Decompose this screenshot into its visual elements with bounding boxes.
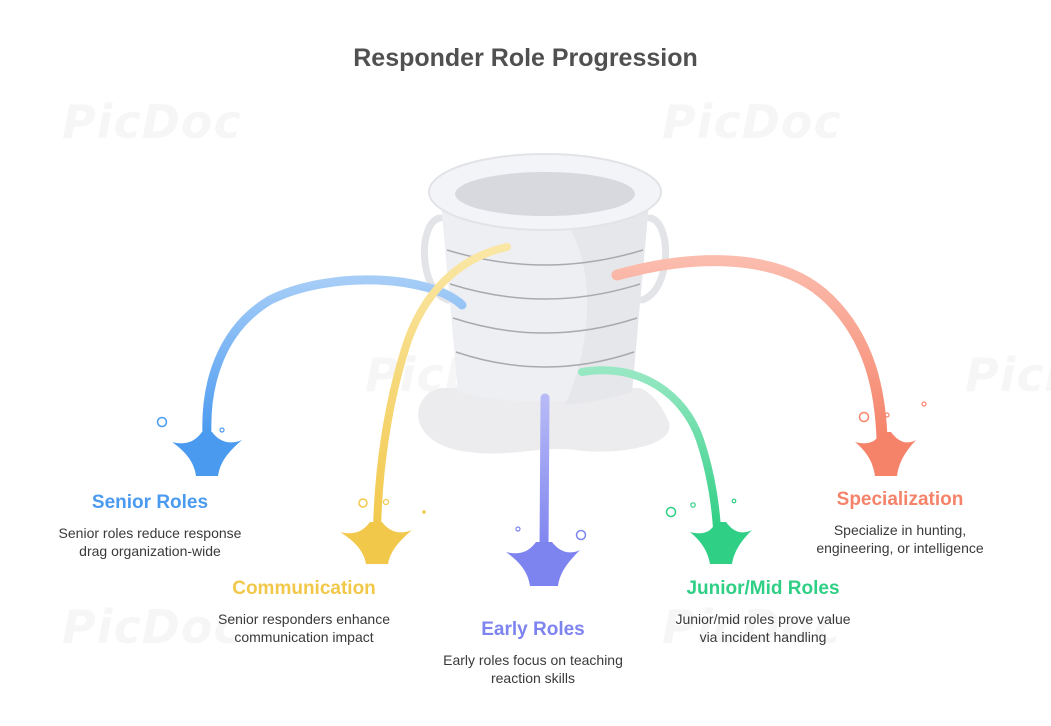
droplet-senior-2 (219, 427, 225, 433)
bucket-handle-right (638, 214, 669, 304)
splash-communication (340, 522, 412, 564)
stream-specialization (611, 255, 888, 444)
description-early-line-1: Early roles focus on teaching (443, 652, 623, 668)
droplet-specialization-1 (858, 411, 870, 423)
label-communication: Communication Senior responders enhance … (184, 578, 424, 646)
heading-specialization: Specialization (836, 489, 964, 510)
bucket-body-highlight (545, 192, 650, 405)
droplet-junior-1 (665, 506, 677, 518)
description-senior-roles: Senior roles reduce response drag organi… (30, 524, 270, 560)
stream-senior (202, 275, 467, 440)
description-communication-line-1: Senior responders enhance (217, 611, 390, 627)
label-early-roles: Early Roles Early roles focus on teachin… (413, 619, 653, 687)
description-communication-line-2: communication impact (234, 629, 374, 645)
droplet-communication-1 (358, 498, 368, 508)
label-specialization: Specialization Specialize in hunting, en… (790, 489, 1010, 557)
description-senior-line-1: Senior roles reduce response (58, 525, 242, 541)
heading-junior-mid-roles: Junior/Mid Roles (686, 578, 840, 599)
description-early-line-2: reaction skills (490, 670, 576, 686)
droplet-communication-3 (422, 510, 426, 514)
label-senior-roles: Senior Roles Senior roles reduce respons… (30, 492, 270, 560)
description-specialization-line-1: Specialize in hunting, (833, 522, 967, 538)
splash-senior (172, 432, 242, 476)
heading-early-roles: Early Roles (481, 619, 585, 640)
bucket-rib-3 (452, 317, 638, 334)
splash-specialization (855, 432, 916, 476)
droplet-specialization-3 (921, 401, 927, 407)
bucket-rib-4 (455, 351, 635, 368)
droplet-specialization-2 (884, 412, 890, 418)
droplet-junior-3 (731, 498, 737, 504)
description-junior-mid-roles: Junior/mid roles prove value via inciden… (653, 610, 873, 646)
bucket-rib-2 (449, 283, 641, 300)
droplet-senior-1 (156, 416, 168, 428)
description-senior-line-2: drag organization-wide (79, 543, 221, 559)
stream-communication (373, 243, 511, 536)
label-junior-mid-roles: Junior/Mid Roles Junior/mid roles prove … (653, 578, 873, 646)
heading-senior-roles: Senior Roles (91, 492, 209, 513)
description-specialization-line-2: engineering, or intelligence (816, 540, 984, 556)
splash-early (506, 542, 580, 586)
droplet-early-1 (575, 529, 587, 541)
bucket-opening (455, 172, 635, 216)
description-junior-line-2: via incident handling (699, 629, 827, 645)
stream-early (539, 393, 550, 555)
droplet-communication-2 (382, 498, 390, 506)
heading-communication: Communication (232, 578, 376, 599)
splash-junior (690, 522, 752, 564)
description-specialization: Specialize in hunting, engineering, or i… (790, 521, 1010, 557)
page-title: Responder Role Progression (353, 44, 698, 72)
description-early-roles: Early roles focus on teaching reaction s… (413, 651, 653, 687)
description-communication: Senior responders enhance communication … (184, 610, 424, 646)
description-junior-line-1: Junior/mid roles prove value (675, 611, 851, 627)
stream-junior (578, 366, 721, 532)
droplet-early-2 (515, 526, 521, 532)
droplet-junior-2 (690, 502, 696, 508)
